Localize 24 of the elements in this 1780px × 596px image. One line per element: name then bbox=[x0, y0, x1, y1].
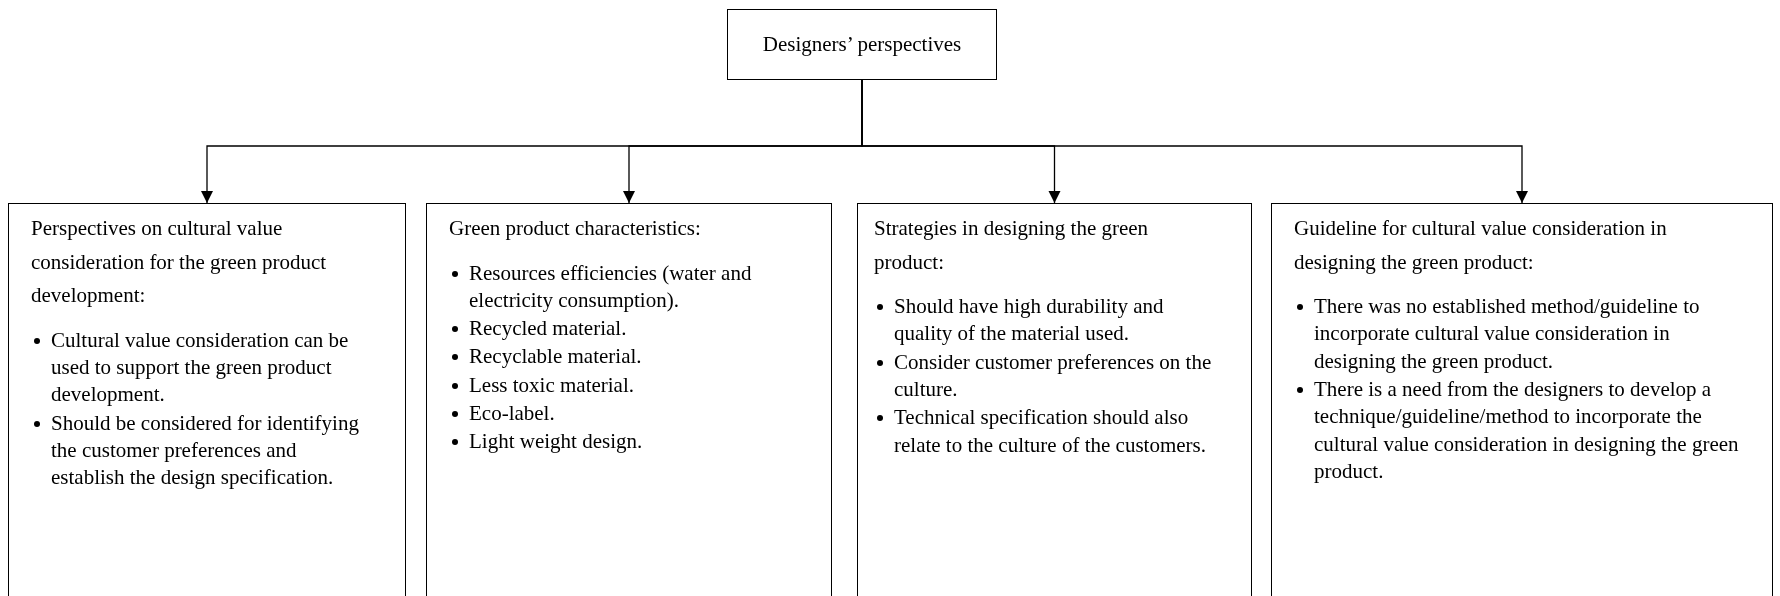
bullet-item: Consider customer preferences on the culture. bbox=[894, 348, 1213, 404]
box-heading: Perspectives on cultural value consideration for the green product development: bbox=[31, 215, 328, 310]
box-heading: Guideline for cultural value consideration in designing the green product: bbox=[1294, 215, 1668, 276]
bullet-item: Cultural value consideration can be used to support the green product development. bbox=[51, 326, 350, 409]
category-box bbox=[1271, 203, 1773, 596]
bullet-item: There is a need from the designers to develop a technique/guideline/method to incorporate the cultural value consideration in designing the green product. bbox=[1314, 376, 1740, 485]
category-box bbox=[426, 203, 832, 596]
bullet-item: There was no established method/guideline to incorporate cultural value consideration in designing the green product. bbox=[1314, 293, 1701, 375]
bullet-item: Eco-label. bbox=[469, 400, 556, 428]
bullet-item: Recyclable material. bbox=[469, 343, 643, 371]
category-box bbox=[857, 203, 1252, 596]
category-box bbox=[8, 203, 406, 596]
box-heading: Green product characteristics: bbox=[449, 215, 702, 242]
bullet-item: Should have high durability and quality of the material used. bbox=[894, 293, 1165, 348]
root-box bbox=[727, 9, 997, 80]
connector-arrow bbox=[861, 79, 1528, 204]
bullet-item: Less toxic material. bbox=[469, 371, 636, 399]
bullet-item: Resources efficiencies (water and electricity consumption). bbox=[469, 259, 753, 314]
bullet-item: Technical specification should also relate to the culture of the customers. bbox=[894, 404, 1207, 459]
bullet-item: Recycled material. bbox=[469, 315, 628, 343]
bullet-item: Should be considered for identifying the customer preferences and establish the design specification. bbox=[51, 409, 360, 492]
box-heading: Strategies in designing the green product: bbox=[874, 215, 1150, 276]
bullet-item: Light weight design. bbox=[469, 428, 644, 456]
node-title: Designers’ perspectives bbox=[761, 31, 963, 58]
